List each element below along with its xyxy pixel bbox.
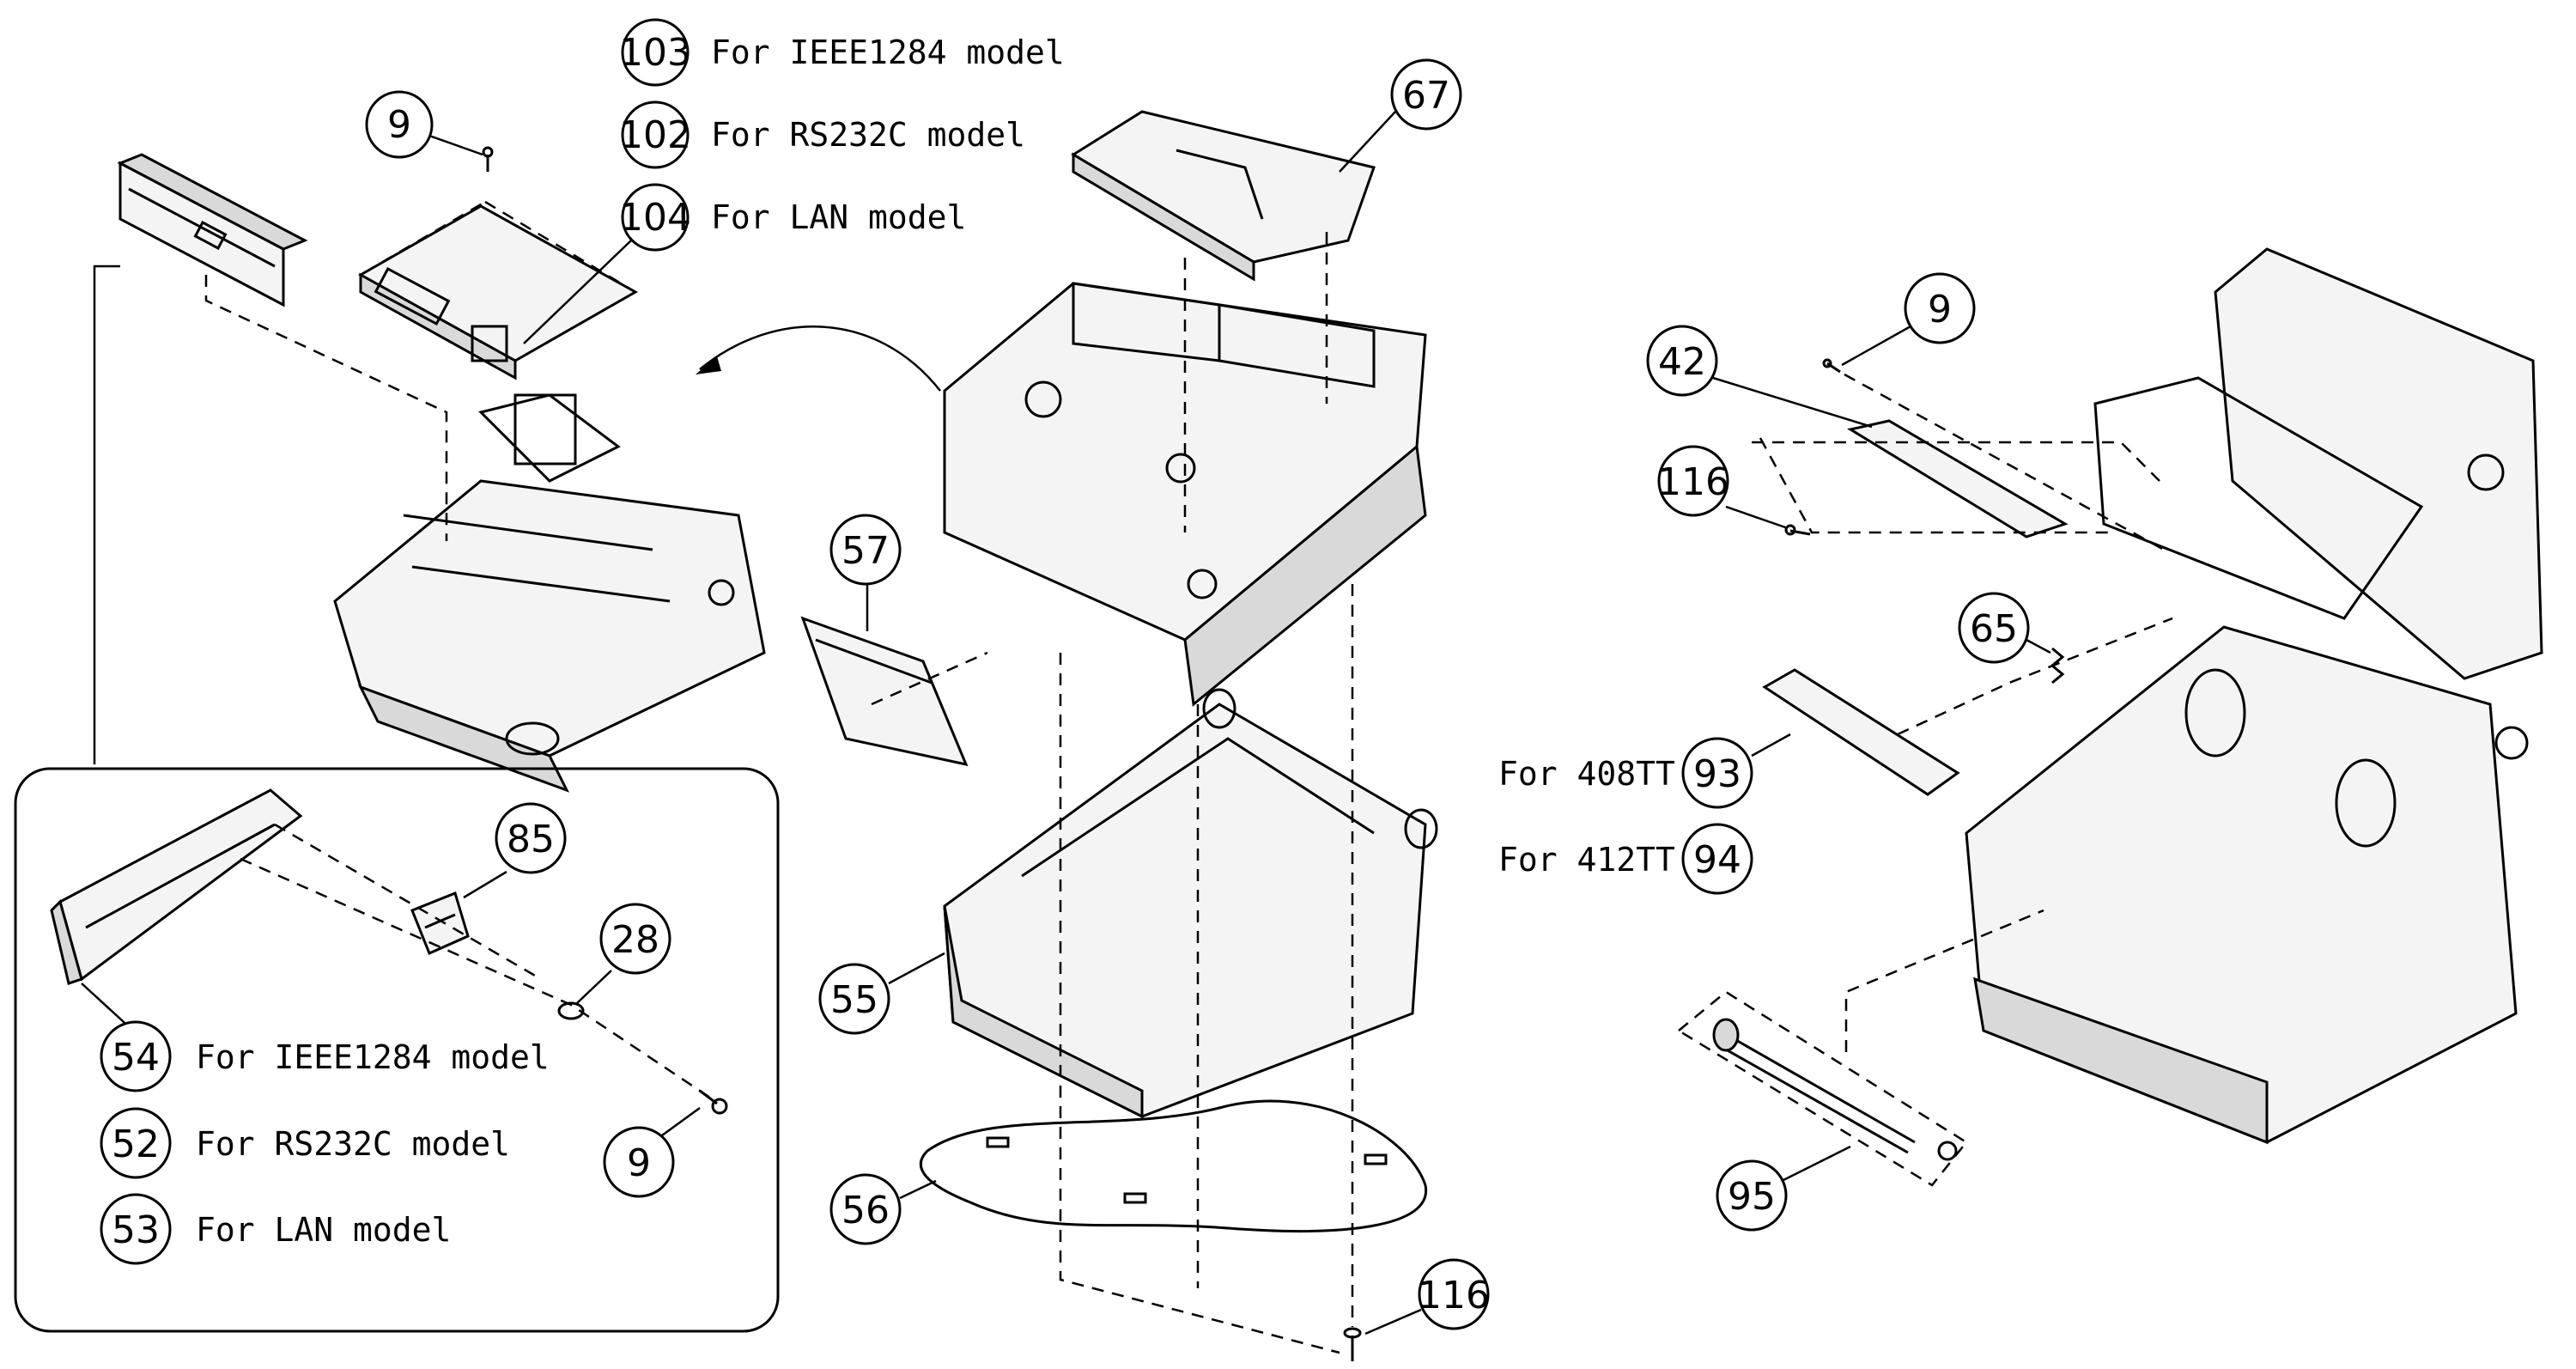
screw-116-right-part	[1784, 524, 1811, 536]
svg-text:104: 104	[619, 196, 691, 240]
callout-65: 65	[1958, 592, 2051, 664]
right-dashed-guide-2	[1759, 437, 2112, 534]
callout-28: 28	[576, 903, 671, 1004]
svg-text:9: 9	[627, 1141, 651, 1185]
interface-panel-part	[117, 153, 308, 307]
platen-roller-95-part	[1676, 990, 1968, 1187]
svg-text:For IEEE1284 model: For IEEE1284 model	[711, 33, 1065, 71]
svg-text:For LAN model: For LAN model	[196, 1211, 451, 1249]
svg-text:93: 93	[1693, 752, 1741, 796]
svg-text:For 412TT: For 412TT	[1498, 841, 1675, 879]
clip-85-part	[410, 891, 470, 956]
svg-text:54: 54	[112, 1036, 160, 1080]
inset-dashed-guide-2	[240, 857, 714, 1101]
svg-text:42: 42	[1658, 340, 1706, 384]
center-dashed-guide-3	[1059, 653, 1340, 1354]
panel-dashed-guide	[204, 275, 448, 541]
interface-cover-part	[50, 788, 303, 985]
washer-28-part	[557, 1001, 585, 1020]
callout-9-inset: 9	[603, 1106, 701, 1198]
callout-116-bottom: 116	[1364, 1258, 1490, 1336]
callout-56: 56	[829, 1173, 937, 1245]
callout-9-top: 9	[365, 90, 483, 159]
callout-93: 93 For 408TT	[1498, 733, 1791, 809]
svg-text:57: 57	[841, 529, 890, 573]
assembly-arrow	[699, 326, 941, 392]
front-cover-57-part	[800, 616, 969, 767]
svg-text:52: 52	[112, 1123, 160, 1166]
callout-103: 103 For IEEE1284 model	[619, 18, 1065, 87]
svg-text:94: 94	[1693, 838, 1741, 882]
svg-text:For LAN model: For LAN model	[711, 198, 966, 236]
callout-52: 52 For RS232C model	[100, 1107, 510, 1179]
printer-open-part	[1965, 247, 2543, 1145]
mechanism-unit-part	[333, 393, 766, 793]
callout-53: 53 For LAN model	[100, 1193, 451, 1265]
inset-connector-line	[93, 265, 120, 764]
lower-case-55-part	[943, 688, 1438, 1119]
svg-text:116: 116	[1418, 1274, 1490, 1317]
callout-42: 42	[1646, 325, 1873, 429]
svg-text:For IEEE1284 model: For IEEE1284 model	[196, 1038, 550, 1076]
svg-text:116: 116	[1657, 460, 1729, 504]
svg-text:For RS232C model: For RS232C model	[711, 116, 1025, 154]
callout-102: 102 For RS232C model	[619, 100, 1025, 169]
callout-94: 94 For 412TT	[1498, 823, 1753, 895]
upper-case-part	[943, 282, 1427, 707]
svg-text:56: 56	[841, 1189, 890, 1232]
board-dashed-outline	[358, 200, 638, 362]
arrow-head	[696, 356, 721, 374]
svg-text:85: 85	[507, 818, 555, 861]
svg-text:65: 65	[1970, 607, 2018, 651]
svg-text:55: 55	[830, 978, 878, 1022]
callout-95: 95	[1716, 1145, 1851, 1232]
inset-frame	[14, 767, 780, 1333]
top-cover-67-part	[1071, 110, 1376, 282]
screw-116-bottom-part	[1343, 1327, 1362, 1361]
callout-55: 55	[818, 952, 945, 1035]
callout-116-right: 116	[1657, 445, 1789, 530]
callout-54: 54 For IEEE1284 model	[81, 983, 550, 1092]
screw-9-right-part	[1822, 358, 1841, 374]
callout-9-right: 9	[1841, 272, 1976, 367]
callout-104: 104 For LAN model	[523, 183, 966, 344]
callout-67: 67	[1339, 58, 1462, 173]
head-cover-42-part	[1847, 419, 2069, 538]
svg-text:For 408TT: For 408TT	[1498, 755, 1675, 793]
callout-57: 57	[829, 514, 902, 631]
bottom-sheet-56-part	[919, 1099, 1428, 1232]
screw-9-top-part	[482, 146, 494, 172]
svg-text:67: 67	[1402, 74, 1450, 118]
center-dashed-guide-6	[871, 651, 988, 706]
svg-text:28: 28	[611, 918, 659, 962]
peel-unit-93-94-part	[1762, 668, 1960, 796]
svg-text:95: 95	[1728, 1175, 1776, 1219]
svg-text:102: 102	[619, 113, 691, 157]
svg-text:9: 9	[387, 103, 411, 147]
svg-text:For RS232C model: For RS232C model	[196, 1125, 510, 1163]
svg-text:53: 53	[112, 1208, 160, 1252]
callout-85: 85	[463, 802, 567, 899]
svg-text:103: 103	[619, 31, 691, 75]
inset-dashed-guide-1	[274, 823, 542, 981]
svg-text:9: 9	[1928, 288, 1952, 332]
